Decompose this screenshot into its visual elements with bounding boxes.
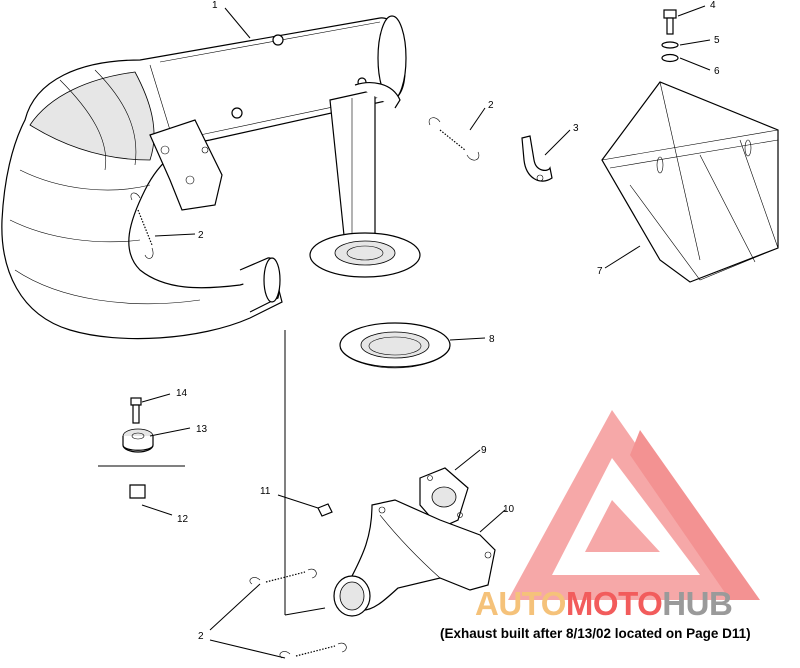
- page-reference-caption: (Exhaust built after 8/13/02 located on …: [440, 626, 751, 641]
- expansion-chamber: [1, 15, 407, 340]
- gasket: [339, 322, 451, 369]
- callout-8: 8: [489, 334, 495, 345]
- callout-2-bottom: 2: [198, 631, 204, 642]
- stud: [317, 503, 333, 517]
- callout-3: 3: [573, 123, 579, 134]
- callout-2-left: 2: [198, 230, 204, 241]
- callout-10: 10: [503, 504, 515, 515]
- callout-numbers: 1 2 2 2 3 4 5 6 7 8 9 10 11 12 13 14: [176, 0, 720, 642]
- callout-12: 12: [177, 514, 189, 525]
- exhaust-manifold: [333, 499, 496, 617]
- callout-14: 14: [176, 388, 188, 399]
- leader-lines: [141, 5, 711, 659]
- callout-2-mid: 2: [488, 100, 494, 111]
- heat-shield: [601, 81, 779, 283]
- watermark-moto: MOTO: [566, 585, 662, 622]
- callout-13: 13: [196, 424, 208, 435]
- spring-upper-left: [130, 192, 154, 259]
- callout-7: 7: [597, 266, 603, 277]
- watermark-hub: HUB: [662, 585, 732, 622]
- bolt-grommet-nut: [98, 397, 185, 499]
- chamber-bracket: [149, 119, 223, 211]
- callout-1: 1: [212, 0, 218, 11]
- spring-lower-1: [249, 568, 317, 585]
- spring-lower-2: [279, 642, 347, 659]
- callout-9: 9: [481, 445, 487, 456]
- watermark-auto: AUTO: [475, 585, 566, 622]
- stinger-flange: [309, 232, 421, 278]
- spring-upper-mid: [428, 117, 480, 161]
- callout-11: 11: [260, 486, 271, 497]
- callout-4: 4: [710, 0, 716, 11]
- callout-6: 6: [714, 66, 720, 77]
- flange-gasket: [419, 467, 469, 529]
- stinger-tube: [329, 82, 401, 246]
- watermark-logo: [508, 410, 760, 600]
- clamp: [521, 135, 553, 182]
- watermark-text: AUTOMOTOHUB: [475, 585, 733, 622]
- svg-text:AUTOMOTOHUB: AUTOMOTOHUB: [475, 585, 732, 622]
- bolt-washers-stack: [661, 9, 679, 63]
- callout-5: 5: [714, 35, 720, 46]
